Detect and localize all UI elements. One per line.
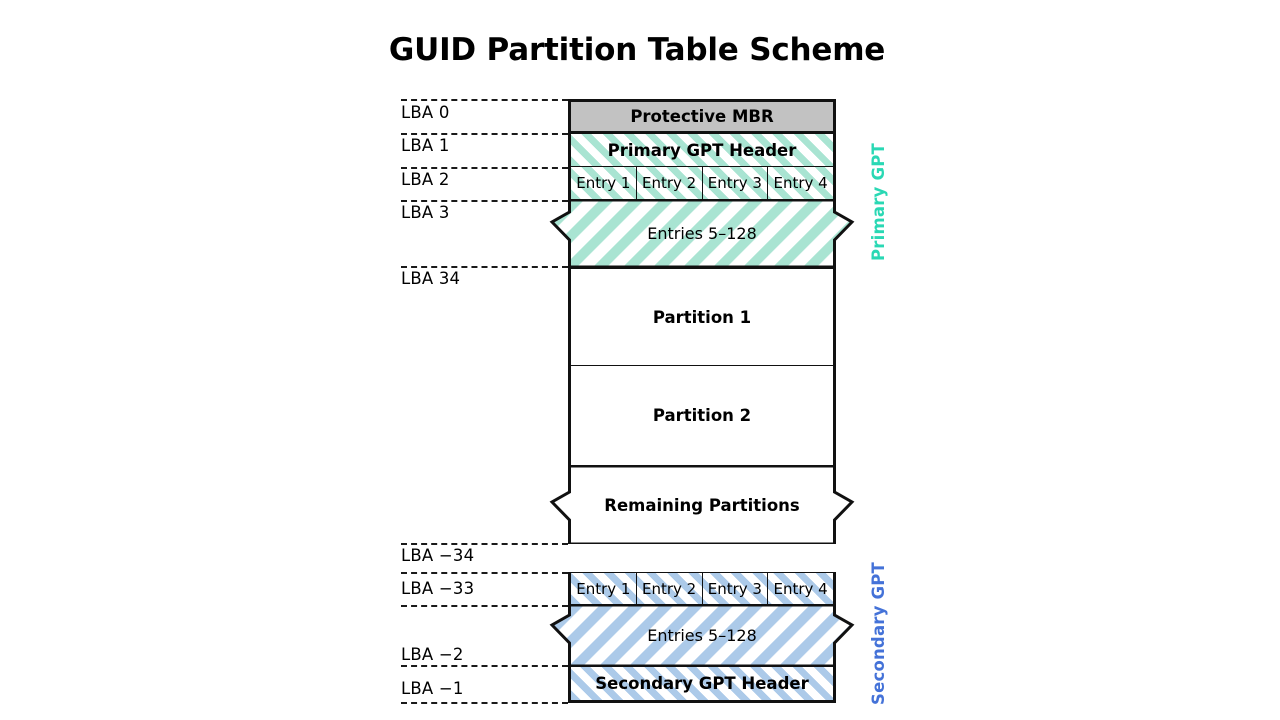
secondary-gpt-header-band: Secondary GPT Header bbox=[568, 666, 836, 703]
partition-1-label: Partition 1 bbox=[652, 307, 752, 327]
remaining-partitions-band: Remaining Partitions bbox=[540, 466, 864, 544]
lba-label-0: LBA 0 bbox=[401, 103, 450, 122]
lba-guide-line-3 bbox=[401, 200, 568, 202]
lba-label-34: LBA 34 bbox=[401, 269, 461, 288]
secondary-entry-2: Entry 2 bbox=[637, 573, 703, 604]
lba-guide-line-m34 bbox=[401, 543, 568, 545]
lba-guide-line-2 bbox=[401, 167, 568, 169]
lba-label-m2: LBA −2 bbox=[401, 645, 464, 664]
secondary-entry-4: Entry 4 bbox=[773, 579, 828, 598]
lba-guide-line-0 bbox=[401, 99, 568, 101]
primary-gpt-header-band: Primary GPT Header bbox=[568, 134, 836, 167]
secondary-entries-rest-label: Entries 5–128 bbox=[647, 626, 757, 645]
secondary-entries-rest-band: Entries 5–128 bbox=[540, 605, 864, 666]
side-caption-primary-gpt: Primary GPT bbox=[869, 143, 888, 261]
lba-label-m33: LBA −33 bbox=[401, 579, 475, 598]
primary-entry-2: Entry 2 bbox=[637, 167, 703, 199]
secondary-entry-1: Entry 1 bbox=[571, 573, 637, 604]
lba-label-3: LBA 3 bbox=[401, 203, 450, 222]
page-title-text: GUID Partition Table Scheme bbox=[388, 32, 886, 68]
primary-entry-1: Entry 1 bbox=[571, 167, 637, 199]
remaining-partitions-label: Remaining Partitions bbox=[604, 495, 800, 515]
secondary-entry-row: Entry 1 Entry 2 Entry 3 Entry 4 bbox=[568, 572, 836, 605]
torn-band-shape-secondary bbox=[549, 605, 855, 666]
partition-1-band: Partition 1 bbox=[568, 266, 836, 366]
lba-label-2: LBA 2 bbox=[401, 170, 450, 189]
protective-mbr-label: Protective MBR bbox=[630, 107, 774, 126]
side-caption-secondary-gpt: Secondary GPT bbox=[869, 561, 888, 705]
torn-band-shape-primary bbox=[549, 200, 855, 267]
primary-gpt-header-label: Primary GPT Header bbox=[607, 140, 797, 160]
primary-entry-4: Entry 4 bbox=[773, 174, 828, 192]
partition-2-label: Partition 2 bbox=[652, 406, 752, 425]
lba-guide-line-m1 bbox=[401, 702, 568, 704]
secondary-gpt-header-label: Secondary GPT Header bbox=[595, 674, 809, 693]
lba-label-m34: LBA −34 bbox=[401, 546, 475, 565]
partition-2-band: Partition 2 bbox=[568, 366, 836, 466]
primary-entries-rest-label: Entries 5–128 bbox=[647, 224, 757, 243]
secondary-entry-3: Entry 3 bbox=[703, 573, 769, 604]
primary-entries-rest-band: Entries 5–128 bbox=[540, 200, 864, 267]
primary-entry-row: Entry 1 Entry 2 Entry 3 Entry 4 bbox=[568, 167, 836, 200]
lba-label-1: LBA 1 bbox=[401, 136, 450, 155]
lba-label-m1: LBA −1 bbox=[401, 679, 464, 698]
lba-guide-line-1 bbox=[401, 133, 568, 135]
page-title: GUID Partition Table Scheme bbox=[0, 32, 1280, 68]
lba-guide-line-34 bbox=[401, 266, 568, 268]
lba-guide-line-m33b bbox=[401, 605, 568, 607]
lba-guide-line-m2 bbox=[401, 665, 568, 667]
primary-entry-3: Entry 3 bbox=[703, 167, 769, 199]
protective-mbr-band: Protective MBR bbox=[568, 99, 836, 134]
lba-guide-line-m33 bbox=[401, 572, 568, 574]
torn-band-shape-remaining bbox=[549, 466, 855, 544]
